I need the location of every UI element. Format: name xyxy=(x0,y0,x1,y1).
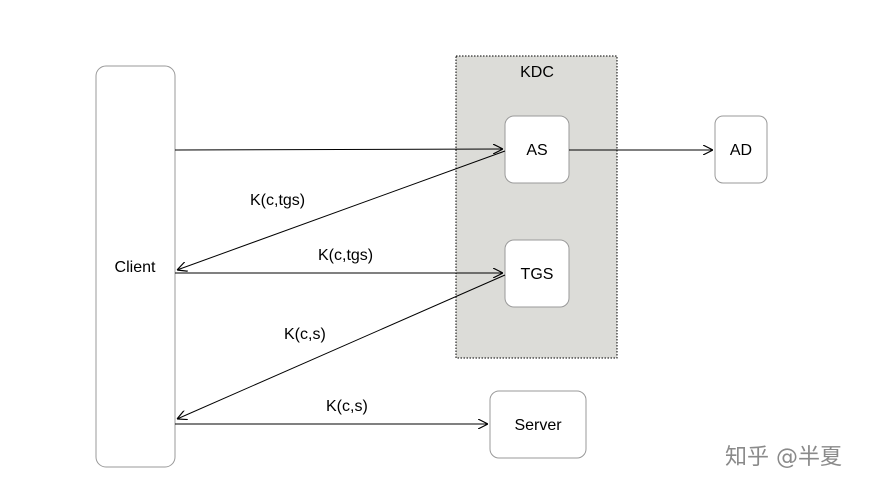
tgs-to-client-arrow xyxy=(177,274,506,419)
tgs-to-client-label: K(c,s) xyxy=(284,326,326,343)
as-node: AS xyxy=(504,115,570,184)
client-to-as-arrow xyxy=(174,149,503,150)
tgs-node: TGS xyxy=(504,239,570,308)
kdc-container xyxy=(455,55,618,359)
as-label: AS xyxy=(526,142,547,159)
client-node: Client xyxy=(95,65,176,468)
tgs-label: TGS xyxy=(521,266,554,283)
ad-node: AD xyxy=(714,115,768,184)
client-label: Client xyxy=(115,259,156,276)
kdc-label: KDC xyxy=(520,64,554,81)
as-to-client-arrow xyxy=(177,150,506,270)
server-label: Server xyxy=(514,417,562,434)
server-node: Server xyxy=(489,390,587,459)
watermark-text: 知乎 @半夏 xyxy=(725,445,842,470)
ad-label: AD xyxy=(730,142,752,159)
client-to-server-label: K(c,s) xyxy=(326,398,368,415)
kdc-group: KDC xyxy=(455,55,618,359)
client-to-tgs-label: K(c,tgs) xyxy=(318,247,373,264)
as-to-client-label: K(c,tgs) xyxy=(250,192,305,209)
